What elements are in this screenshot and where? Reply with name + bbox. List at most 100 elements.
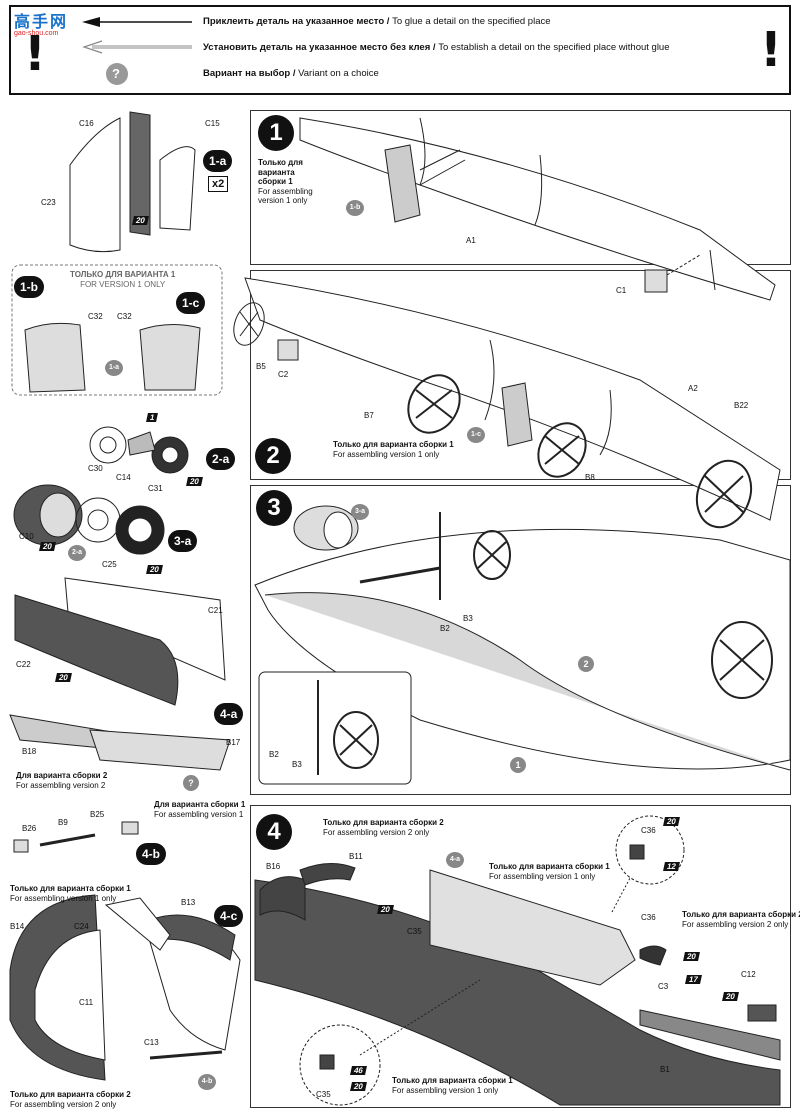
note-s4-v2-top-en: For assembling version 2 only [323, 827, 430, 837]
legend-row-glue: Приклеить деталь на указанное место / To… [203, 16, 551, 27]
ref-marker: 2 [578, 656, 594, 672]
part-label: B7 [364, 411, 374, 420]
substep-2a-tag: 2-a [206, 448, 236, 470]
glue-flag: 20 [683, 952, 700, 961]
note-s4-v1-top: Только для варианта сборки 1 For assembl… [489, 862, 610, 881]
version-1-only-box-note: ТОЛЬКО ДЛЯ ВАРИАНТА 1 FOR VERSION 1 ONLY [70, 270, 175, 289]
note-s4-v1-top-ru: Только для варианта сборки 1 [489, 862, 610, 871]
glue-flag: 20 [350, 1082, 367, 1091]
part-label: C14 [116, 473, 131, 482]
part-label: A1 [466, 236, 476, 245]
part-label: C32 [117, 312, 132, 321]
part-label: C31 [148, 484, 163, 493]
part-label: B5 [256, 362, 266, 371]
legend-row-noglue-en: To establish a detail on the specified p… [438, 42, 670, 53]
part-label: B9 [58, 818, 68, 827]
part-label: C3 [658, 982, 669, 991]
glue-flag: 20 [377, 905, 394, 914]
ref-marker: 1 [510, 757, 526, 773]
note-4c-v2-ru: Только для варианта сборки 2 [10, 1090, 131, 1099]
ref-marker: 1-a [105, 360, 123, 376]
substep-3a-tag: 3-a [168, 530, 198, 552]
step-2-note-en: For assembling version 1 only [333, 449, 440, 459]
substep-4a-tag: 4-a [214, 703, 244, 725]
note-s4-v2-right: Только для варианта сборки 2 For assembl… [682, 910, 800, 929]
legend-row-noglue: Установить деталь на указанное место без… [203, 42, 670, 53]
part-label: C13 [144, 1038, 159, 1047]
part-label: B17 [226, 738, 241, 747]
step-1-note-en: For assembling version 1 only [258, 186, 313, 206]
step-4-number: 4 [256, 814, 292, 850]
note-s4-v2-top: Только для варианта сборки 2 For assembl… [323, 818, 444, 837]
note-s4-v1-bottom-en: For assembling version 1 only [392, 1085, 499, 1095]
question-marker: ? [183, 775, 199, 791]
legend-row-glue-en: To glue a detail on the specified place [392, 16, 551, 27]
note-4c-v1-ru: Только для варианта сборки 1 [10, 884, 131, 893]
watermark-brand: 高手网 [14, 12, 69, 31]
ref-marker: 2-a [68, 545, 86, 561]
version-1-only-box-ru: ТОЛЬКО ДЛЯ ВАРИАНТА 1 [70, 270, 176, 279]
glue-flag: 20 [55, 673, 72, 682]
part-label: C32 [88, 312, 103, 321]
note-4a-v1-ru: Для варианта сборки 1 [154, 800, 246, 809]
part-label: B13 [181, 898, 196, 907]
step-2-note: Только для варианта сборки 1 For assembl… [333, 440, 454, 459]
part-label: C21 [208, 606, 223, 615]
note-4c-v1: Только для варианта сборки 1 For assembl… [10, 884, 131, 903]
part-label: B16 [266, 862, 281, 871]
substep-1b-tag: 1-b [14, 276, 44, 298]
legend-sep: / [432, 42, 436, 53]
part-label: C1 [616, 286, 627, 295]
legend-row-choice-ru: Вариант на выбор [203, 68, 291, 79]
substep-1c-tag: 1-c [176, 292, 206, 314]
part-label: C16 [79, 119, 94, 128]
note-4a-v2-en: For assembling version 2 [16, 780, 106, 790]
part-label: B3 [292, 760, 302, 769]
part-label: C36 [641, 913, 656, 922]
quantity-x2: x2 [208, 176, 229, 192]
part-label: B3 [463, 614, 473, 623]
note-4c-v2-en: For assembling version 2 only [10, 1099, 117, 1109]
note-4a-v1-en: For assembling version 1 [154, 809, 244, 819]
glue-flag: 46 [350, 1066, 367, 1075]
note-4c-v2: Только для варианта сборки 2 For assembl… [10, 1090, 131, 1109]
step-1-note-ru: Только для варианта сборки 1 [258, 158, 303, 186]
part-label: C11 [79, 998, 94, 1007]
step-2-note-ru: Только для варианта сборки 1 [333, 440, 454, 449]
glue-flag: 20 [146, 565, 163, 574]
glue-flag: 17 [685, 975, 702, 984]
note-s4-v1-top-en: For assembling version 1 only [489, 871, 596, 881]
note-s4-v2-right-en: For assembling version 2 only [682, 919, 789, 929]
question-icon: ? [112, 66, 120, 81]
part-label: C10 [19, 532, 34, 541]
part-label: C22 [16, 660, 31, 669]
glue-flag: 1 [146, 413, 159, 422]
part-label: C23 [41, 198, 56, 207]
part-label: B22 [734, 401, 749, 410]
ref-marker: 4-a [446, 852, 464, 868]
part-label: A2 [688, 384, 698, 393]
step-1-note: Только для варианта сборки 1 For assembl… [258, 158, 318, 206]
ref-marker: 1-c [467, 427, 485, 443]
legend-row-choice: Вариант на выбор / Variant on a choice [203, 68, 379, 79]
legend-row-noglue-ru: Установить деталь на указанное место без… [203, 42, 431, 53]
glue-flag: 20 [663, 817, 680, 826]
note-4a-v1: Для варианта сборки 1 For assembling ver… [154, 800, 245, 819]
note-s4-v1-bottom: Только для варианта сборки 1 For assembl… [392, 1076, 513, 1095]
ref-marker: 1-b [346, 200, 364, 216]
watermark-site: gao-shou.com [14, 30, 59, 37]
version-1-only-box-en: FOR VERSION 1 ONLY [80, 279, 166, 289]
part-label: B11 [349, 852, 363, 861]
note-4a-v2-ru: Для варианта сборки 2 [16, 771, 108, 780]
note-s4-v2-right-ru: Только для варианта сборки 2 [682, 910, 800, 919]
substep-4b-tag: 4-b [136, 843, 166, 865]
exclamation-left-icon: ! [24, 26, 46, 82]
part-label: B1 [660, 1065, 670, 1074]
part-label: C35 [316, 1090, 331, 1099]
part-label: C15 [205, 119, 220, 128]
part-label: C25 [102, 560, 117, 569]
glue-flag: 20 [132, 216, 149, 225]
exclamation-right-icon: ! [760, 22, 782, 78]
